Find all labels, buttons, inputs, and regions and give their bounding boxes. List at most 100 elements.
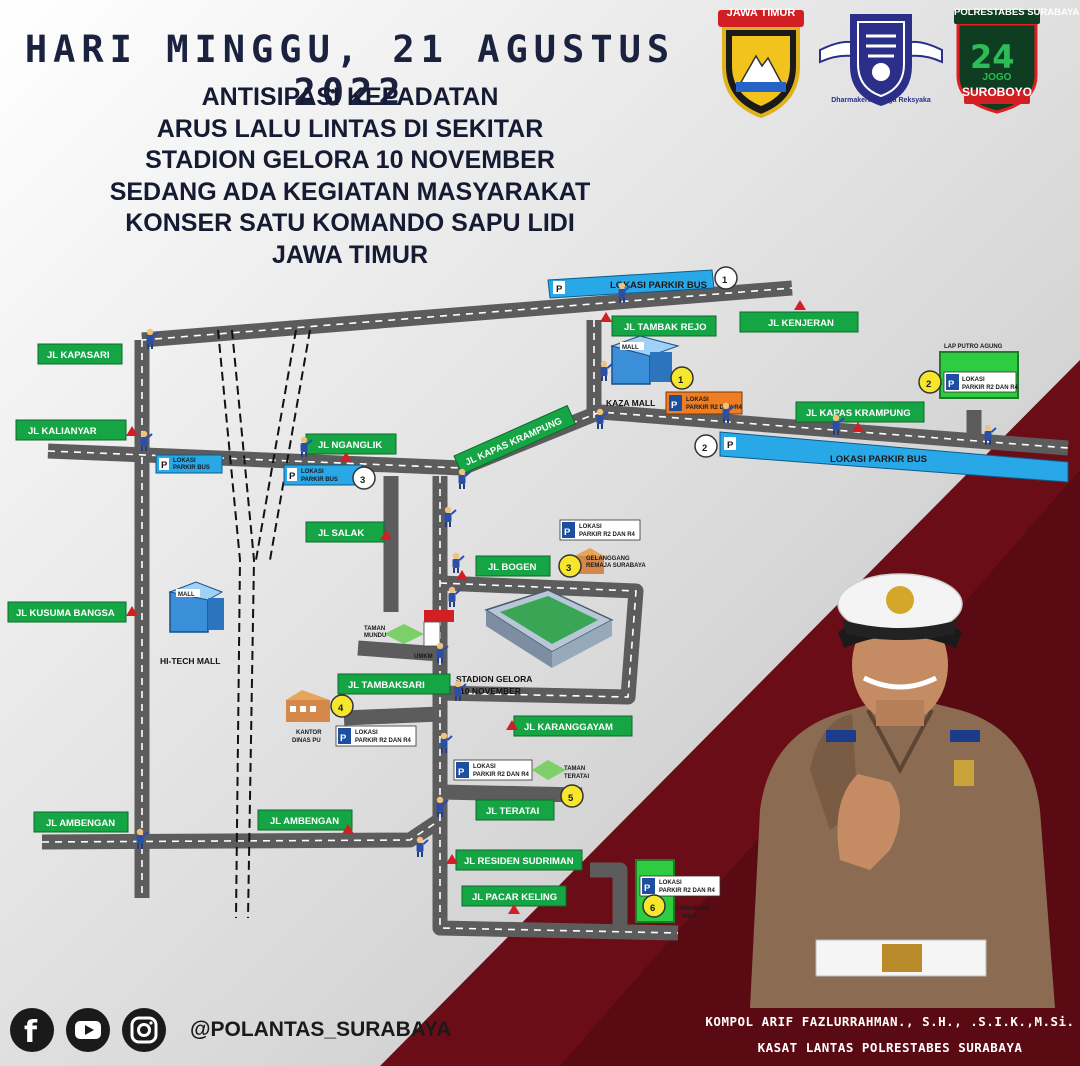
svg-text:TAMAN: TAMAN — [564, 766, 585, 772]
polrestabes-logo-bottom: SUROBOYO — [961, 85, 1032, 99]
stadium-building — [484, 589, 614, 668]
svg-text:1: 1 — [678, 375, 684, 386]
svg-text:GELANGGANG: GELANGGANG — [586, 556, 630, 562]
street-sign-kapasari: JL KAPASARI — [37, 343, 123, 365]
street-sign-bogen: JL BOGEN — [475, 555, 551, 577]
street-sign-tambak-rejo: JL TAMBAK REJO — [611, 315, 717, 337]
svg-text:P: P — [671, 400, 678, 411]
parking-sign-teratai: P LOKASI PARKIR R2 DAN R4 — [453, 759, 533, 781]
svg-text:JL AMBENGAN: JL AMBENGAN — [46, 818, 115, 829]
svg-text:PARKIR R2 DAN R4: PARKIR R2 DAN R4 — [686, 405, 743, 411]
marker-parking-5: 5 — [560, 784, 584, 808]
bus-parking-west: P LOKASI PARKIR BUS — [155, 454, 223, 474]
street-sign-salak: JL SALAK — [305, 521, 385, 543]
svg-text:MUNDU: MUNDU — [364, 633, 386, 639]
youtube-icon[interactable] — [66, 1008, 110, 1052]
svg-text:P: P — [644, 883, 651, 894]
facebook-icon[interactable]: f — [10, 1008, 54, 1052]
svg-text:KANTOR: KANTOR — [296, 730, 322, 736]
svg-text:MALL: MALL — [622, 345, 639, 351]
bus-parking-east: P LOKASI PARKIR BUS — [719, 431, 1069, 483]
street-sign-kenjeran: JL KENJERAN — [739, 311, 859, 333]
parking-p-icon: P — [727, 440, 734, 451]
svg-text:JL KAPASARI: JL KAPASARI — [47, 350, 109, 361]
traffic-officer-icon — [415, 835, 429, 858]
street-sign-residen: JL RESIDEN SUDRIMAN — [455, 849, 583, 871]
svg-text:f: f — [24, 1015, 38, 1050]
marker-bus-2: 2 — [694, 434, 718, 458]
polrestabes-logo-mid: JOGO — [982, 72, 1012, 83]
svg-text:5: 5 — [568, 793, 574, 804]
marker-parking-4: 4 — [330, 694, 354, 718]
svg-text:LOKASI: LOKASI — [686, 397, 709, 403]
headline-line: ANTISIPASI KEPADATAN — [201, 83, 499, 111]
social-handle[interactable]: @POLANTAS_SURABAYA — [190, 1018, 452, 1041]
road-taman-mundu — [357, 640, 441, 662]
svg-text:JL BOGEN: JL BOGEN — [488, 562, 537, 573]
svg-text:LOKASI: LOKASI — [173, 458, 196, 464]
marker-bus-3: 3 — [352, 466, 376, 490]
instagram-icon[interactable] — [122, 1008, 166, 1052]
svg-text:PARKIR R2 DAN R4: PARKIR R2 DAN R4 — [355, 738, 412, 744]
svg-text:JL TERATAI: JL TERATAI — [486, 806, 539, 817]
svg-text:P: P — [340, 733, 347, 744]
svg-text:JL TAMBAK REJO: JL TAMBAK REJO — [624, 322, 707, 333]
svg-text:TAMAN: TAMAN — [364, 626, 385, 632]
svg-text:PARKIR R2 DAN R4: PARKIR R2 DAN R4 — [579, 532, 636, 538]
svg-text:LOKASI: LOKASI — [473, 764, 496, 770]
traffic-officer-icon — [599, 359, 613, 382]
marker-bus-1: 1 — [714, 266, 738, 290]
traffic-officer-icon — [443, 505, 457, 528]
svg-text:PARKIR R2 DAN R4: PARKIR R2 DAN R4 — [473, 772, 530, 778]
svg-text:DINAS PU: DINAS PU — [292, 738, 321, 744]
svg-text:JL KAPAS KRAMPUNG: JL KAPAS KRAMPUNG — [806, 408, 911, 419]
street-sign-ambengan-west: JL AMBENGAN — [33, 811, 129, 833]
street-sign-pacar-keling: JL PACAR KELING — [461, 885, 567, 907]
marker-parking-3: 3 — [558, 554, 582, 578]
headline-line: SEDANG ADA KEGIATAN MASYARAKAT — [109, 177, 591, 206]
polrestabes-logo-top: POLRESTABES SURABAYA — [954, 7, 1080, 18]
svg-text:JL TAMBAKSARI: JL TAMBAKSARI — [348, 680, 425, 691]
railway-lines — [217, 329, 311, 919]
svg-text:LAPANGAN: LAPANGAN — [676, 906, 710, 912]
parking-sign-dinas-pu: P LOKASI PARKIR R2 DAN R4 — [335, 725, 417, 747]
officer-title: KASAT LANTAS POLRESTABES SURABAYA — [757, 1040, 1023, 1055]
traffic-officer-icon — [451, 551, 465, 574]
vehicle-parking-markers: 1 2 3 4 5 6 — [330, 366, 942, 918]
svg-text:TERATAI: TERATAI — [564, 774, 589, 780]
svg-text:PARKIR BUS: PARKIR BUS — [173, 465, 210, 471]
officer-portrait — [750, 573, 1055, 1008]
label-kaza-mall: KAZA MALL — [606, 398, 655, 408]
parking-sign-gelanggang: P LOKASI PARKIR R2 DAN R4 — [559, 519, 641, 541]
lantas-motto: Dharmakerta Marga Reksyaka — [831, 97, 931, 104]
svg-text:LOKASI: LOKASI — [579, 524, 602, 530]
svg-text:UMKM: UMKM — [414, 654, 433, 660]
bus-parking-top: P LOKASI PARKIR BUS — [547, 269, 715, 299]
svg-text:LOKASI: LOKASI — [659, 880, 682, 886]
kaza-mall-building: MALL — [610, 335, 680, 385]
street-sign-karanggayam: JL KARANGGAYAM — [513, 715, 633, 737]
bus-parking-markers: 1 2 3 — [352, 266, 738, 490]
svg-text:PIKA: PIKA — [682, 914, 697, 920]
svg-text:JL NGANGLIK: JL NGANGLIK — [318, 440, 382, 451]
svg-text:JL KALIANYAR: JL KALIANYAR — [28, 426, 97, 437]
svg-text:2: 2 — [702, 443, 707, 454]
svg-text:PARKIR BUS: PARKIR BUS — [301, 477, 338, 483]
svg-text:JL KARANGGAYAM: JL KARANGGAYAM — [524, 722, 613, 733]
marker-parking-6: 6 — [642, 894, 666, 918]
svg-text:10 NOVEMBER: 10 NOVEMBER — [460, 686, 521, 696]
gelanggang-building — [574, 548, 604, 574]
parking-sign-putro-agung: P LOKASI PARKIR R2 DAN R4 — [939, 351, 1019, 399]
svg-text:JL RESIDEN SUDRIMAN: JL RESIDEN SUDRIMAN — [464, 856, 574, 867]
street-sign-ngaglik: JL NGANGLIK — [305, 433, 397, 455]
street-sign-kapas-krampung-east: JL KAPAS KRAMPUNG — [795, 401, 925, 423]
svg-text:2: 2 — [926, 379, 931, 390]
event-headline: ANTISIPASI KEPADATAN ARUS LALU LINTAS DI… — [30, 82, 670, 271]
street-signs: JL KAPASARI JL KALIANYAR JL KUSUMA BANGS… — [7, 311, 925, 907]
place-labels: KAZA MALL HI-TECH MALL LAP PUTRO AGUNG G… — [160, 344, 1003, 920]
svg-text:P: P — [458, 767, 465, 778]
parking-p-icon: P — [556, 284, 563, 295]
marker-parking-2: 2 — [918, 370, 942, 394]
label-hitech-mall: HI-TECH MALL — [160, 656, 220, 666]
